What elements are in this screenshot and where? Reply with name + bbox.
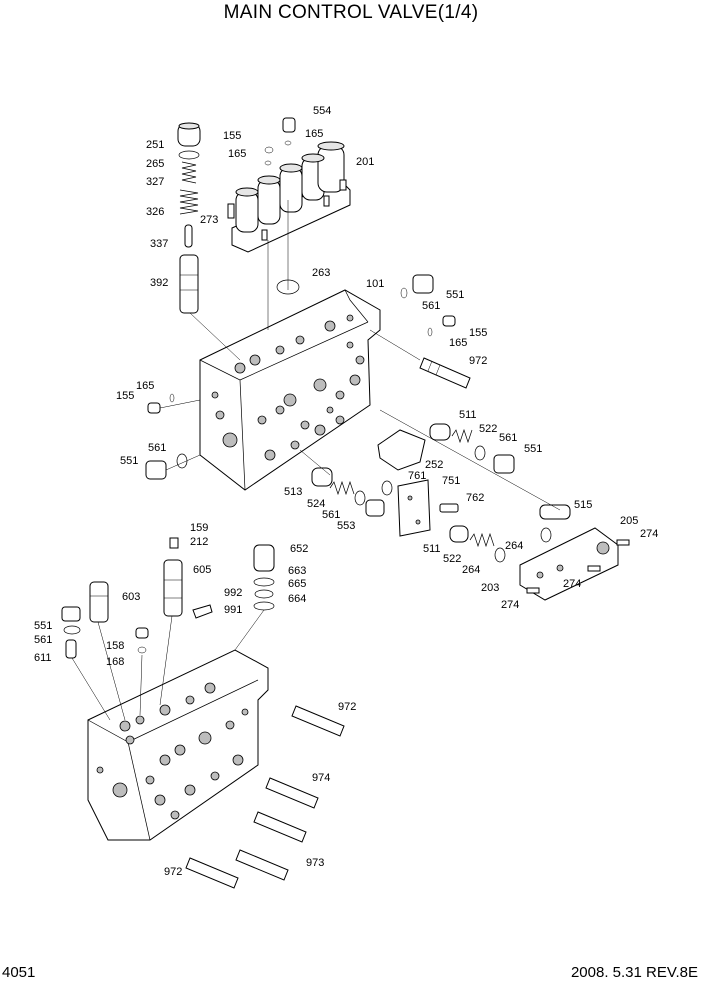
callout-165: 165 — [228, 148, 246, 160]
construction-lines — [71, 200, 561, 721]
callout-155: 155 — [469, 327, 487, 339]
callout-155: 155 — [116, 390, 134, 402]
callout-159: 159 — [190, 522, 208, 534]
callout-561: 561 — [499, 432, 517, 444]
callout-165: 165 — [305, 128, 323, 140]
callout-665: 665 — [288, 578, 306, 590]
callout-972: 972 — [164, 866, 182, 878]
callout-265: 265 — [146, 158, 164, 170]
callout-511: 511 — [459, 409, 477, 421]
callout-515: 515 — [574, 499, 592, 511]
callout-263: 263 — [312, 267, 330, 279]
callout-522: 522 — [479, 423, 497, 435]
callout-labels: 554 155 165 165 251 265 201 327 326 273 … — [34, 105, 658, 878]
callout-553: 553 — [337, 520, 355, 532]
lower-fittings — [61, 537, 275, 659]
middle-cluster — [311, 423, 515, 537]
callout-273: 273 — [200, 214, 218, 226]
callout-554: 554 — [313, 105, 331, 117]
callout-201: 201 — [356, 156, 374, 168]
callout-392: 392 — [150, 277, 168, 289]
callout-252: 252 — [425, 459, 443, 471]
callout-761: 761 — [408, 470, 426, 482]
callout-605: 605 — [193, 564, 211, 576]
page-title: MAIN CONTROL VALVE(1/4) — [223, 2, 479, 23]
callout-274: 274 — [563, 578, 581, 590]
callout-513: 513 — [284, 486, 302, 498]
callout-551: 551 — [446, 289, 464, 301]
callout-603: 603 — [122, 591, 140, 603]
right-cluster — [449, 504, 630, 601]
callout-611: 611 — [34, 652, 52, 664]
callout-522: 522 — [443, 553, 461, 565]
callout-165: 165 — [449, 337, 467, 349]
callout-551: 551 — [524, 443, 542, 455]
callout-974: 974 — [312, 772, 330, 784]
callout-251: 251 — [146, 139, 164, 151]
upper-valve-body — [199, 289, 381, 491]
callout-155: 155 — [223, 130, 241, 142]
callout-972: 972 — [469, 355, 487, 367]
callout-751: 751 — [442, 475, 460, 487]
callout-561: 561 — [34, 634, 52, 646]
small-parts-top — [264, 117, 300, 295]
page-number: 4051 — [2, 964, 36, 981]
callout-991: 991 — [224, 604, 242, 616]
callout-561: 561 — [148, 442, 166, 454]
callout-165: 165 — [136, 380, 154, 392]
callout-264: 264 — [505, 540, 523, 552]
callout-203: 203 — [481, 582, 499, 594]
callout-327: 327 — [146, 176, 164, 188]
callout-101: 101 — [366, 278, 384, 290]
callout-158: 158 — [106, 640, 124, 652]
callout-264: 264 — [462, 564, 480, 576]
date-revision: 2008. 5.31 REV.8E — [570, 964, 698, 981]
callout-337: 337 — [150, 238, 168, 250]
callout-212: 212 — [190, 536, 208, 548]
callout-551: 551 — [34, 620, 52, 632]
callout-168: 168 — [106, 656, 124, 668]
callout-664: 664 — [288, 593, 306, 605]
callout-205: 205 — [620, 515, 638, 527]
solenoid-valve-assembly — [227, 141, 351, 253]
left-spool-stack — [177, 122, 201, 314]
callout-561: 561 — [322, 509, 340, 521]
callout-511: 511 — [423, 543, 441, 555]
callout-973: 973 — [306, 857, 324, 869]
callout-524: 524 — [307, 498, 325, 510]
upper-left-fittings — [145, 393, 188, 480]
callout-652: 652 — [290, 543, 308, 555]
lower-valve-body — [87, 649, 269, 841]
callout-326: 326 — [146, 206, 164, 218]
callout-762: 762 — [466, 492, 484, 504]
callout-972: 972 — [338, 701, 356, 713]
upper-right-fittings — [400, 274, 471, 389]
callout-992: 992 — [224, 587, 242, 599]
callout-561: 561 — [422, 300, 440, 312]
callout-274: 274 — [501, 599, 519, 611]
callout-663: 663 — [288, 565, 306, 577]
lower-bolts — [185, 705, 345, 889]
callout-551: 551 — [120, 455, 138, 467]
callout-274: 274 — [640, 528, 658, 540]
